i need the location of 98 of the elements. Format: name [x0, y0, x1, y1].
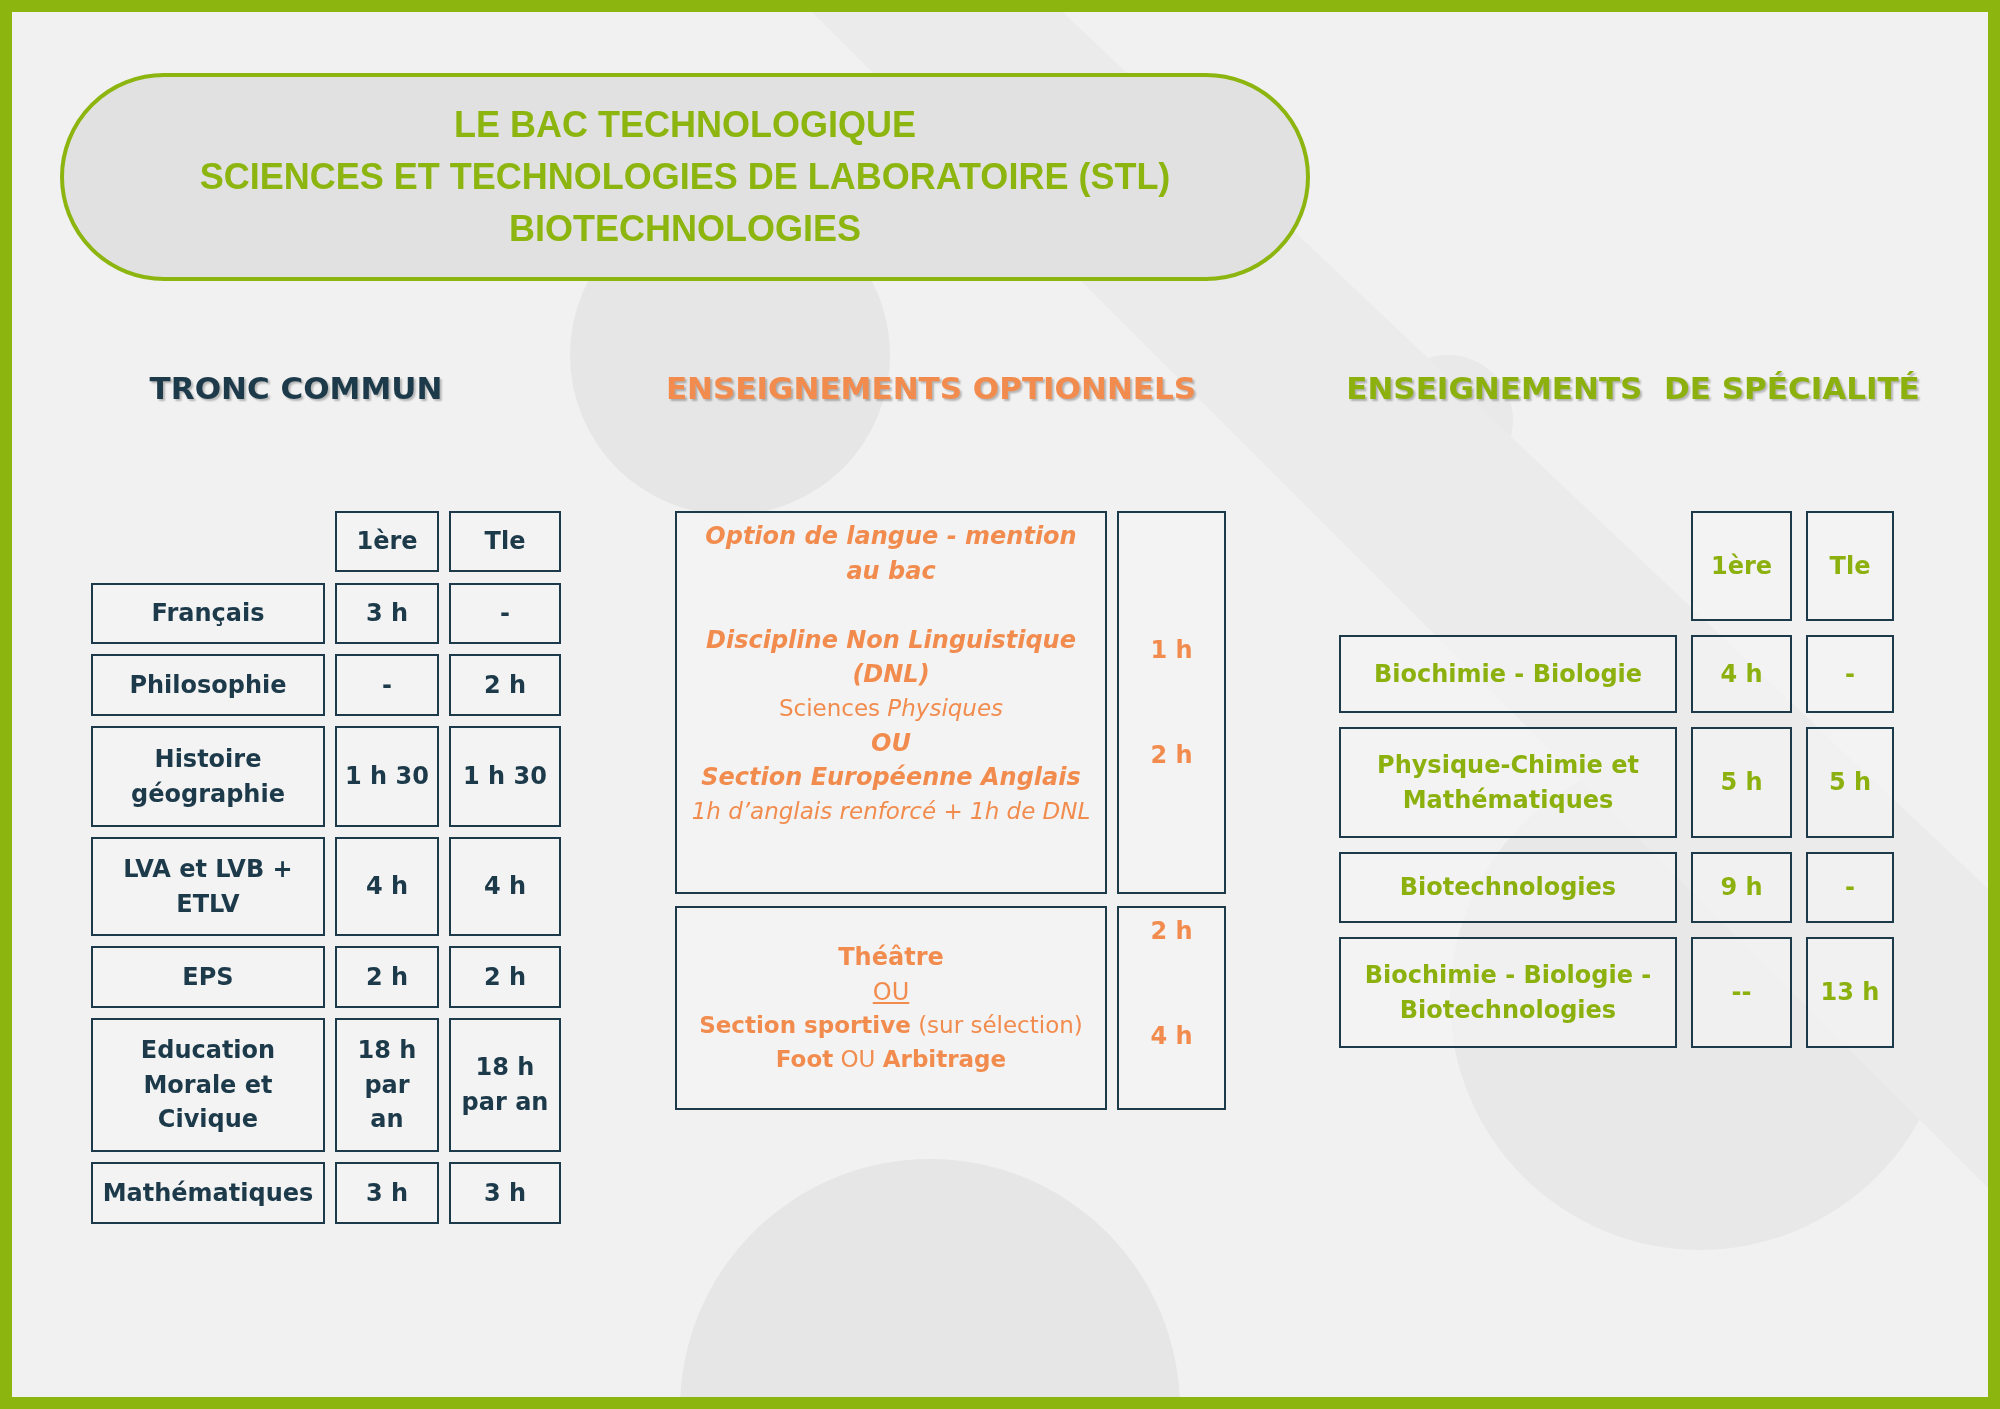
cell-text: Histoire géographie	[130, 743, 286, 810]
cell-text: 18 h par an	[460, 1052, 550, 1118]
cell-text: Philosophie	[129, 669, 287, 701]
cell-text: -	[1845, 872, 1855, 904]
table-cell	[675, 511, 1107, 894]
title-text: SCIENCES ET TECHNOLOGIES DE LABORATOIRE (STL)	[199, 156, 1171, 198]
table-cell	[91, 583, 325, 644]
cell-text: 2 h	[1150, 739, 1193, 771]
cell-text: 2 h	[1150, 916, 1193, 947]
table-cell	[1117, 511, 1226, 894]
table-cell	[1117, 906, 1226, 1110]
table-cell	[335, 1018, 439, 1152]
table-cell	[1339, 635, 1677, 713]
table-cell	[335, 654, 439, 716]
cell-text: 3 h	[365, 1177, 409, 1209]
cell-text: 9 h	[1720, 872, 1763, 904]
cell-text: 4 h	[365, 871, 409, 903]
cell-text: 1 h	[1150, 634, 1193, 666]
section-heading: ENSEIGNEMENTS DE SPÉCIALITÉ	[1346, 370, 1920, 406]
cell-text: Tle	[484, 526, 526, 558]
cell-text: 2 h	[483, 669, 527, 701]
table-cell	[1806, 635, 1894, 713]
cell-text: 4 h	[1720, 658, 1763, 690]
table-cell	[449, 726, 561, 827]
cell-text: Discipline Non Linguistique (DNL)	[705, 624, 1077, 691]
table-cell	[449, 1018, 561, 1152]
cell-text: 3 h	[365, 598, 409, 630]
table-cell	[449, 1162, 561, 1224]
table-cell	[1806, 511, 1894, 621]
title-text: BIOTECHNOLOGIES	[509, 208, 861, 250]
cell-text: 1ère	[356, 526, 418, 558]
cell-text: EPS	[182, 961, 234, 993]
cell-text: 4 h	[483, 871, 527, 903]
table-cell	[675, 906, 1107, 1110]
cell-text: -	[382, 669, 392, 701]
table-cell	[1691, 727, 1792, 838]
cell-text: OU	[872, 976, 910, 1008]
table-cell	[449, 583, 561, 644]
cell-text: 13 h	[1820, 977, 1880, 1009]
table-cell	[335, 946, 439, 1008]
cell-text: Biochimie - Biologie - Biotechnologies	[1363, 959, 1653, 1026]
cell-text: Section sportive (sur sélection)	[699, 1011, 1083, 1041]
cell-text: Section Européenne Anglais	[701, 762, 1081, 794]
table-cell	[1339, 727, 1677, 838]
table-cell	[91, 726, 325, 827]
table-cell	[449, 511, 561, 572]
cell-text: Education Morale et Civique	[139, 1034, 277, 1136]
cell-text: Option de langue - mention au bac	[704, 521, 1078, 587]
cell-text: Foot OU Arbitrage	[775, 1044, 1007, 1074]
table-cell	[449, 654, 561, 716]
cell-text: 1 h 30	[463, 761, 547, 793]
table-cell	[1691, 635, 1792, 713]
cell-text: Tle	[1829, 550, 1871, 582]
table-cell	[449, 946, 561, 1008]
table-cell	[1806, 727, 1894, 838]
table-cell	[335, 726, 439, 827]
cell-text: Physique-Chimie et Mathématiques	[1376, 749, 1640, 816]
section-heading: TRONC COMMUN	[149, 370, 443, 406]
cell-text: 2 h	[483, 961, 527, 993]
table-cell	[1691, 511, 1792, 621]
cell-text: Biotechnologies	[1399, 872, 1617, 904]
table-cell	[1806, 852, 1894, 923]
cell-text: 1h d’anglais renforcé + 1h de DNL	[691, 797, 1091, 827]
table-cell	[91, 946, 325, 1008]
cell-text: Sciences Physiques	[778, 694, 1004, 724]
cell-text: Biochimie - Biologie	[1373, 658, 1643, 690]
table-cell	[335, 837, 439, 936]
table-cell	[91, 1018, 325, 1152]
section-heading: ENSEIGNEMENTS OPTIONNELS	[665, 370, 1197, 406]
table-cell	[91, 837, 325, 936]
table-cell	[335, 583, 439, 644]
cell-text: LVA et LVB + ETLV	[122, 853, 294, 920]
table-cell	[335, 1162, 439, 1224]
cell-text: Français	[151, 598, 265, 630]
table-cell	[449, 837, 561, 936]
table-cell	[1691, 937, 1792, 1048]
cell-text: 1ère	[1710, 550, 1773, 582]
cell-text: 1 h 30	[345, 761, 429, 793]
cell-text: --	[1731, 977, 1752, 1009]
cell-text: 18 h par an	[356, 1034, 418, 1136]
table-cell	[91, 654, 325, 716]
cell-text: -	[1845, 658, 1855, 690]
cell-text: Théâtre	[838, 941, 944, 973]
table-cell	[1339, 852, 1677, 923]
table-cell	[1339, 937, 1677, 1048]
cell-text: 3 h	[483, 1177, 527, 1209]
table-cell	[335, 511, 439, 572]
cell-text: 4 h	[1150, 1020, 1193, 1052]
table-cell	[1691, 852, 1792, 923]
table-cell	[1806, 937, 1894, 1048]
cell-text: OU	[871, 727, 911, 759]
cell-text: -	[500, 598, 510, 630]
title-text: LE BAC TECHNOLOGIQUE	[454, 104, 916, 146]
cell-text: 2 h	[365, 961, 409, 993]
table-cell	[91, 1162, 325, 1224]
cell-text: 5 h	[1720, 767, 1763, 799]
cell-text: Mathématiques	[102, 1177, 314, 1209]
cell-text: 5 h	[1828, 767, 1872, 799]
